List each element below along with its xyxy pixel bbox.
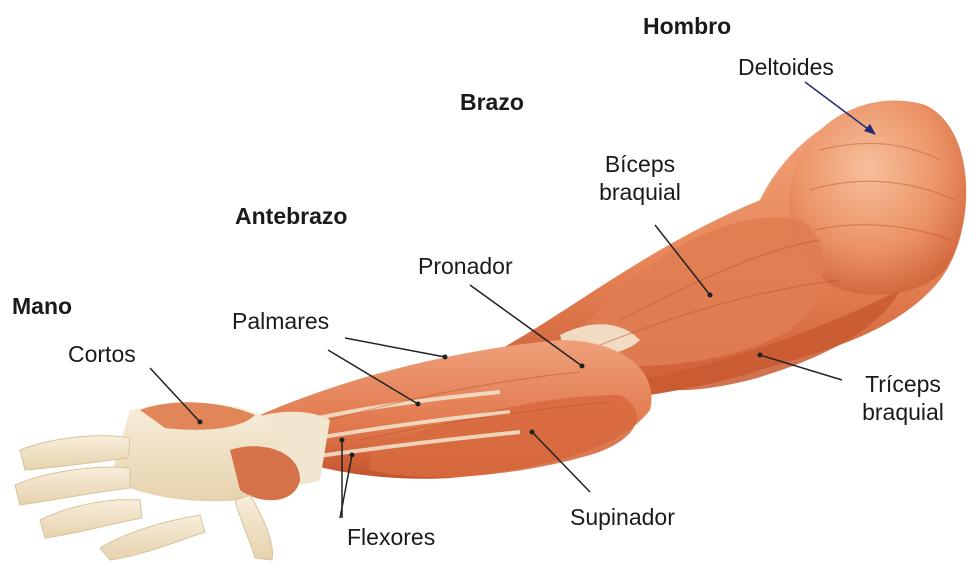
region-label-antebrazo: Antebrazo [235,202,347,230]
biceps-label-line-1: Bíceps [585,150,695,178]
dot-supinador [530,430,535,435]
muscle-label-triceps: Tríceps braquial [840,370,966,426]
region-label-mano: Mano [12,292,72,320]
muscle-label-deltoides: Deltoides [738,53,834,81]
muscle-label-supinador: Supinador [570,503,675,531]
dot-cortos [198,420,203,425]
muscle-label-palmares: Palmares [232,307,329,335]
triceps-label-line-2: braquial [840,398,966,426]
dot-triceps [758,353,763,358]
muscle-label-cortos: Cortos [68,340,136,368]
muscle-label-biceps: Bíceps braquial [585,150,695,206]
leader-palmares-1 [345,338,445,357]
dot-pronador [580,364,585,369]
dot-palmares-2 [416,402,421,407]
triceps-label-line-1: Tríceps [840,370,966,398]
region-label-hombro: Hombro [643,12,731,40]
muscle-label-pronador: Pronador [418,252,513,280]
dot-biceps [708,293,713,298]
dot-flexores-1 [350,453,355,458]
dot-palmares-1 [443,355,448,360]
biceps-label-line-2: braquial [585,178,695,206]
region-label-brazo: Brazo [460,88,524,116]
dot-flexores-2 [340,438,345,443]
muscle-label-flexores: Flexores [347,523,435,551]
